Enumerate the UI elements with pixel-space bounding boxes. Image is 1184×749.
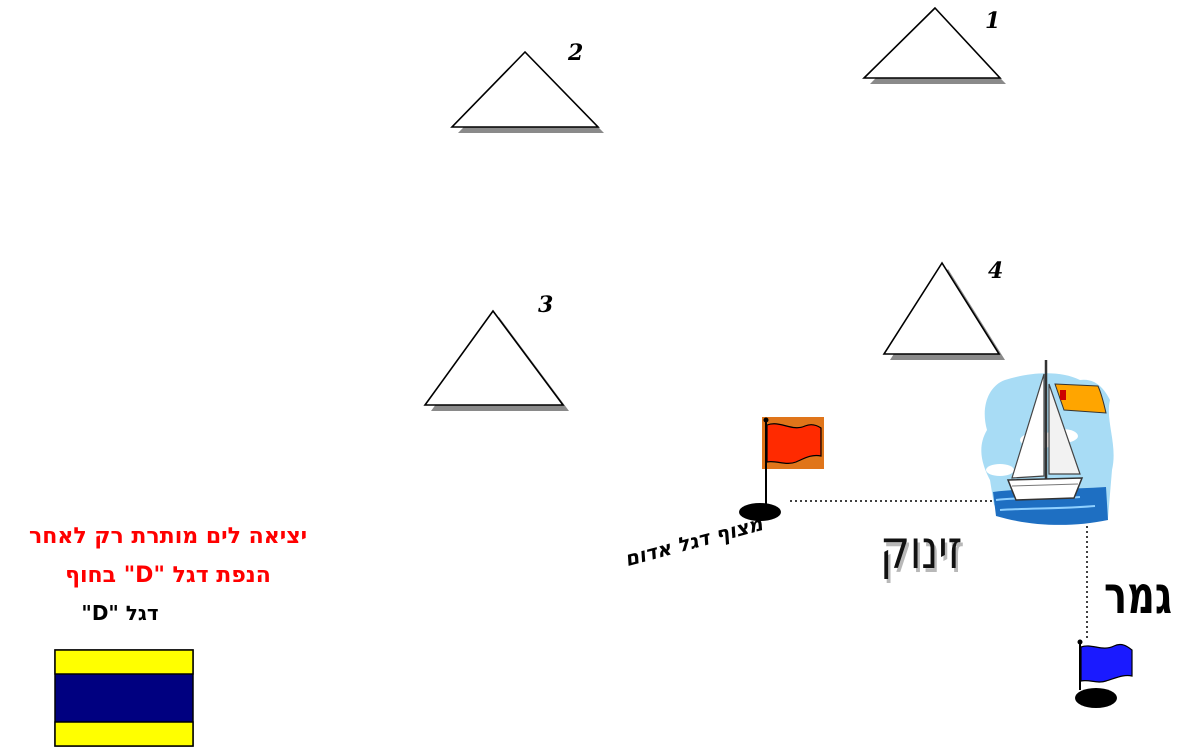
course-mark-2: 2 — [450, 40, 604, 133]
flag-d-caption: דגל "D" — [81, 601, 159, 625]
red-buoy-icon — [739, 503, 781, 521]
beach-exit-notice-line2: הנפת דגל "D" בחוף — [65, 563, 271, 588]
course-mark-4-number: 4 — [988, 258, 1003, 284]
course-mark-3: 3 — [423, 292, 569, 411]
course-mark-3-number: 3 — [538, 292, 553, 318]
flag-d-icon — [54, 649, 194, 747]
beach-exit-notice-line1: יציאה לים מותרת רק לאחר — [28, 524, 308, 549]
boat-sail-jib — [1048, 383, 1081, 475]
course-mark-4: 4 — [882, 258, 1005, 360]
blue-flag-buoy — [1075, 639, 1133, 708]
course-mark-1: 1 — [862, 6, 1006, 84]
course-mark-1-number: 1 — [985, 8, 1000, 34]
sailboat-icon — [981, 360, 1114, 525]
boat-hull — [1006, 477, 1084, 501]
red-flag-icon — [766, 423, 822, 465]
finish-buoy-icon — [1075, 688, 1117, 708]
course-mark-2-number: 2 — [567, 40, 583, 66]
blue-flag-icon — [1080, 643, 1133, 683]
flag-d-top-band — [54, 649, 194, 675]
finish-label: גמר — [1104, 566, 1172, 626]
red-flag-buoy — [739, 417, 824, 521]
flag-d-bottom-band — [54, 721, 194, 747]
boat-flag — [1054, 383, 1107, 414]
start-label: זינוק — [880, 518, 963, 581]
boat-sail-main — [1011, 373, 1045, 479]
